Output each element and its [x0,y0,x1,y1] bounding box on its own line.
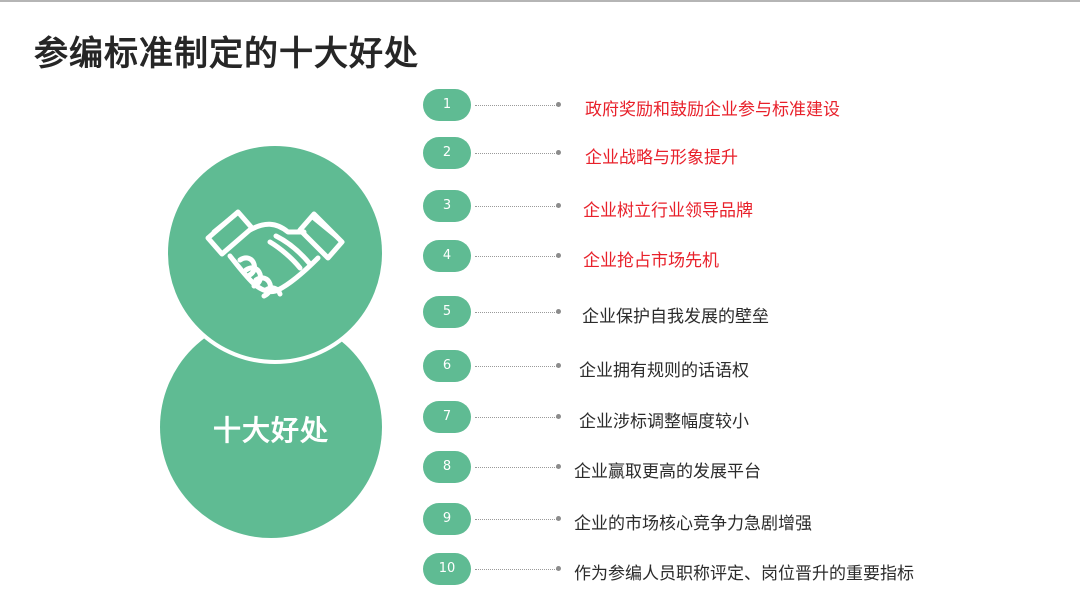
benefit-text: 企业涉标调整幅度较小 [579,412,749,432]
connector-dot [556,150,561,155]
connector-dot [556,309,561,314]
connector-dot [556,566,561,571]
benefit-text: 企业的市场核心竞争力急剧增强 [574,514,812,534]
connector-dot [556,203,561,208]
benefit-item: 9 企业的市场核心竞争力急剧增强 [0,503,1080,537]
benefit-number-badge: 6 [423,350,471,382]
benefit-text: 企业赢取更高的发展平台 [574,462,761,482]
dotted-connector [475,105,557,106]
connector-dot [556,363,561,368]
benefit-item: 10 作为参编人员职称评定、岗位晋升的重要指标 [0,553,1080,587]
benefit-number-badge: 4 [423,240,471,272]
top-divider [0,0,1080,2]
benefit-item: 8 企业赢取更高的发展平台 [0,451,1080,485]
benefit-item: 2 企业战略与形象提升 [0,137,1080,171]
connector-dot [556,464,561,469]
benefit-text: 企业抢占市场先机 [583,251,719,271]
connector-dot [556,516,561,521]
handshake-icon [205,209,345,299]
benefit-number-badge: 5 [423,296,471,328]
benefit-item: 4 企业抢占市场先机 [0,240,1080,274]
connector-dot [556,414,561,419]
benefit-item: 6 企业拥有规则的话语权 [0,350,1080,384]
benefit-number-badge: 7 [423,401,471,433]
connector-dot [556,253,561,258]
dotted-connector [475,519,557,520]
dotted-connector [475,256,557,257]
benefit-text: 政府奖励和鼓励企业参与标准建设 [585,100,840,120]
dotted-connector [475,366,557,367]
benefit-text: 企业树立行业领导品牌 [583,201,753,221]
dotted-connector [475,312,557,313]
benefit-item: 5 企业保护自我发展的壁垒 [0,296,1080,330]
center-label: 十大好处 [212,414,329,447]
dotted-connector [475,417,557,418]
benefit-number-badge: 9 [423,503,471,535]
benefit-item: 3 企业树立行业领导品牌 [0,190,1080,224]
dotted-connector [475,206,557,207]
benefit-number-badge: 1 [423,89,471,121]
dotted-connector [475,569,557,570]
benefit-number-badge: 8 [423,451,471,483]
benefit-number-badge: 10 [423,553,471,585]
benefit-item: 7 企业涉标调整幅度较小 [0,401,1080,435]
benefit-text: 企业保护自我发展的壁垒 [582,307,769,327]
benefit-number-badge: 3 [423,190,471,222]
benefit-item: 1 政府奖励和鼓励企业参与标准建设 [0,89,1080,123]
handshake-circle [164,142,386,364]
benefit-text: 企业拥有规则的话语权 [579,361,749,381]
benefit-text: 企业战略与形象提升 [585,148,738,168]
dotted-connector [475,467,557,468]
connector-dot [556,102,561,107]
benefit-number-badge: 2 [423,137,471,169]
benefit-text: 作为参编人员职称评定、岗位晋升的重要指标 [574,564,914,584]
slide-title: 参编标准制定的十大好处 [34,34,419,74]
dotted-connector [475,153,557,154]
